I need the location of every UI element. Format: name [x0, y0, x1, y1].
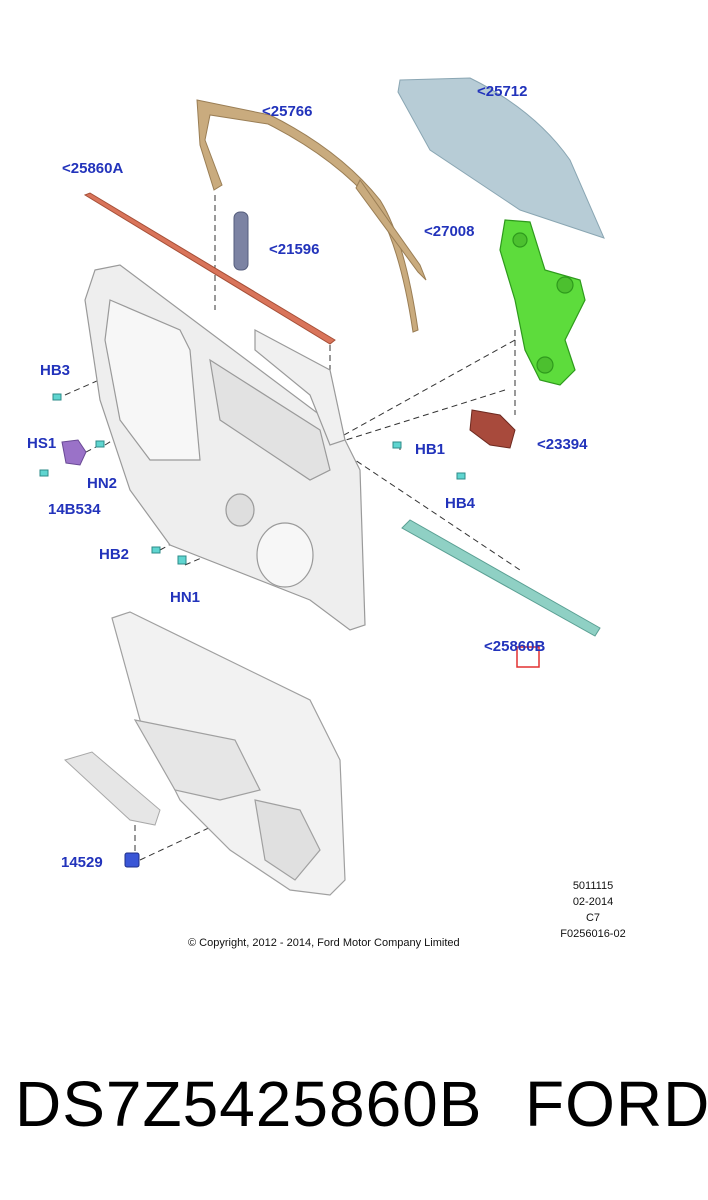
callout-hn1: HN1 — [170, 589, 201, 606]
door-module-bracket — [61, 439, 87, 466]
belt-weatherstrip-inner — [401, 519, 601, 637]
door-exploded-diagram — [39, 77, 605, 896]
window-switch — [124, 852, 140, 868]
meta-line-4: F0256016-02 — [560, 928, 626, 940]
meta-line-2: 02-2014 — [572, 896, 614, 908]
brand-name: FORD — [525, 1068, 708, 1140]
run-channel — [233, 211, 249, 271]
callout-25860a: <25860A — [62, 160, 124, 177]
copyright-notice: © Copyright, 2012 - 2014, Ford Motor Com… — [188, 937, 460, 949]
belt-weatherstrip-outer — [83, 192, 336, 345]
callout-hb1: HB1 — [415, 441, 446, 458]
callout-25766: <25766 — [262, 103, 313, 120]
meta-line-3: C7 — [585, 912, 601, 924]
callout-25712: <25712 — [477, 83, 528, 100]
callout-27008: <27008 — [424, 223, 475, 240]
callout-14529: 14529 — [61, 854, 103, 871]
callout-hb3: HB3 — [40, 362, 71, 379]
door-trim-panel — [111, 611, 346, 896]
callout-hb4: HB4 — [445, 495, 476, 512]
switch-bezel — [64, 751, 161, 826]
highlight-box — [516, 646, 540, 668]
meta-line-1: 5011115 — [572, 880, 614, 892]
fasteners — [39, 393, 466, 565]
window-motor — [469, 409, 516, 449]
callout-14b534: 14B534 — [48, 501, 101, 518]
callout-hn2: HN2 — [87, 475, 118, 492]
callout-hs1: HS1 — [27, 435, 57, 452]
door-glass — [397, 77, 605, 239]
callout-hb2: HB2 — [99, 546, 130, 563]
door-inner-panel — [84, 264, 366, 631]
callout-25860b: <25860B — [484, 638, 546, 655]
callout-21596: <21596 — [269, 241, 320, 258]
door-frame-upper — [196, 99, 419, 333]
part-number: DS7Z5425860B — [15, 1068, 483, 1140]
callout-23394: <23394 — [537, 436, 588, 453]
window-regulator — [499, 219, 586, 386]
